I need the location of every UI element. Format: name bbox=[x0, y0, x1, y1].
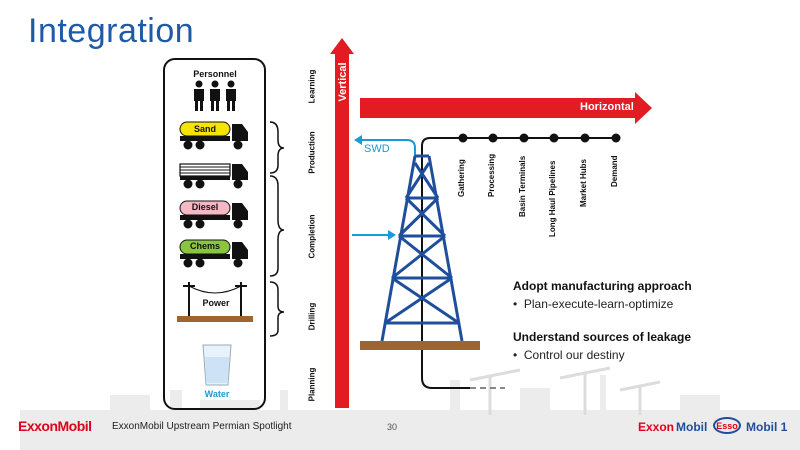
bullet-item-2: • Control our destiny bbox=[513, 348, 625, 362]
horizontal-label: Horizontal bbox=[580, 101, 634, 113]
exxon-logo: Exxon bbox=[638, 420, 675, 434]
bullet-item-1: • Plan-execute-learn-optimize bbox=[513, 297, 674, 311]
swd-arrow bbox=[362, 139, 416, 158]
sand-label: Sand bbox=[193, 124, 216, 134]
pipeline-line bbox=[421, 137, 620, 378]
diesel-truck-icon bbox=[179, 200, 248, 229]
phase-planning: Planning bbox=[307, 367, 317, 402]
water-glass-icon bbox=[202, 344, 232, 386]
midstream-gathering: Gathering bbox=[457, 159, 466, 197]
bullet-heading-1: Adopt manufacturing approach bbox=[513, 279, 692, 293]
water-label: Water bbox=[204, 389, 230, 399]
phase-braces bbox=[269, 121, 285, 337]
phase-learning: Learning bbox=[307, 69, 317, 104]
ground-bar bbox=[360, 341, 480, 350]
page-number: 30 bbox=[387, 422, 398, 432]
page-title: Integration bbox=[28, 12, 195, 50]
esso-logo: Esso bbox=[713, 417, 741, 434]
phase-completion: Completion bbox=[307, 214, 317, 259]
skyline-background bbox=[20, 366, 800, 450]
phase-production: Production bbox=[307, 131, 317, 174]
swd-label: SWD bbox=[364, 143, 390, 155]
pipeline-nodes bbox=[458, 133, 621, 143]
personnel-label: Personnel bbox=[193, 69, 237, 79]
diesel-label: Diesel bbox=[191, 202, 219, 212]
mobil-logo: Mobil bbox=[676, 420, 708, 434]
midstream-basin-terminals: Basin Terminals bbox=[518, 155, 527, 217]
derrick-icon bbox=[380, 154, 464, 342]
vertical-arrow bbox=[330, 38, 354, 408]
mobil1-logo: Mobil 1 bbox=[746, 420, 788, 434]
horizontal-arrow bbox=[360, 92, 652, 124]
personnel-icon bbox=[194, 80, 236, 111]
chems-truck-icon bbox=[179, 239, 248, 268]
exxonmobil-logo: ExxonMobil bbox=[18, 418, 92, 434]
vertical-label: Vertical bbox=[337, 62, 349, 102]
power-label: Power bbox=[202, 298, 230, 308]
footer-text: ExxonMobil Upstream Permian Spotlight bbox=[112, 421, 292, 432]
midstream-long-haul-pipelines: Long Haul Pipelines bbox=[548, 160, 557, 237]
power-line-icon bbox=[177, 282, 253, 322]
midstream-market-hubs: Market Hubs bbox=[579, 158, 588, 207]
sand-truck-icon bbox=[179, 121, 248, 150]
pipe-truck-icon bbox=[179, 163, 248, 189]
resources-panel bbox=[163, 58, 266, 410]
integration-diagram bbox=[330, 38, 652, 408]
midstream-demand: Demand bbox=[610, 155, 619, 187]
chems-label: Chems bbox=[189, 241, 220, 251]
bullet-heading-2: Understand sources of leakage bbox=[513, 330, 692, 344]
midstream-processing: Processing bbox=[487, 153, 496, 197]
phase-drilling: Drilling bbox=[307, 302, 317, 331]
